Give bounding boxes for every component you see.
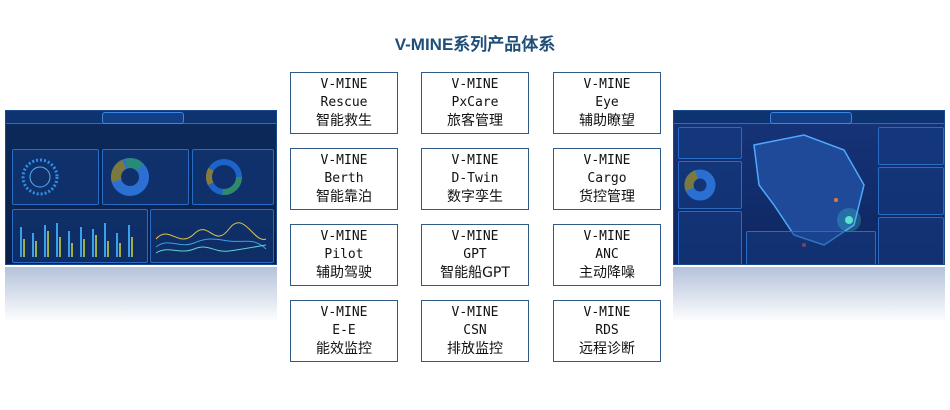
product-box-d-twin: V-MINE D-Twin 数字孪生 [421, 148, 529, 210]
product-chinese-name: 能效监控 [316, 341, 372, 357]
product-brand: V-MINE [451, 77, 499, 92]
product-box-rescue: V-MINE Rescue 智能救生 [290, 72, 398, 134]
product-brand: V-MINE [320, 229, 368, 244]
product-brand: V-MINE [451, 305, 499, 320]
product-box-rds: V-MINE RDS 远程诊断 [553, 300, 661, 362]
product-brand: V-MINE [583, 229, 631, 244]
product-name: D-Twin [451, 171, 499, 186]
product-name: CSN [463, 323, 487, 338]
product-brand: V-MINE [320, 305, 368, 320]
product-name: PxCare [451, 95, 499, 110]
product-brand: V-MINE [583, 77, 631, 92]
product-chinese-name: 辅助瞭望 [579, 113, 635, 129]
pie-chart-icon [111, 158, 149, 196]
product-brand: V-MINE [451, 229, 499, 244]
line-chart-thumbnail [155, 222, 267, 254]
product-chinese-name: 主动降噪 [579, 265, 635, 281]
product-name: Pilot [324, 247, 364, 262]
product-chinese-name: 智能船GPT [440, 265, 510, 281]
product-chinese-name: 辅助驾驶 [316, 265, 372, 281]
product-brand: V-MINE [320, 153, 368, 168]
product-chinese-name: 数字孪生 [447, 189, 503, 205]
product-chinese-name: 旅客管理 [447, 113, 503, 129]
product-name: RDS [595, 323, 619, 338]
product-chinese-name: 排放监控 [447, 341, 503, 357]
product-box-eye: V-MINE Eye 辅助瞭望 [553, 72, 661, 134]
dashboard-screenshot-left [5, 110, 277, 322]
dashboard-screenshot-right [673, 110, 945, 322]
product-box-anc: V-MINE ANC 主动降噪 [553, 224, 661, 286]
product-chinese-name: 货控管理 [579, 189, 635, 205]
product-brand: V-MINE [583, 305, 631, 320]
alarm-gauge-icon [21, 158, 59, 196]
product-name: Eye [595, 95, 619, 110]
product-brand: V-MINE [451, 153, 499, 168]
product-box-berth: V-MINE Berth 智能靠泊 [290, 148, 398, 210]
product-chinese-name: 智能救生 [316, 113, 372, 129]
product-name: Cargo [587, 171, 627, 186]
product-name: ANC [595, 247, 619, 262]
product-box-pxcare: V-MINE PxCare 旅客管理 [421, 72, 529, 134]
product-brand: V-MINE [583, 153, 631, 168]
product-name: GPT [463, 247, 487, 262]
product-name: Rescue [320, 95, 368, 110]
product-chinese-name: 远程诊断 [579, 341, 635, 357]
product-box-pilot: V-MINE Pilot 辅助驾驶 [290, 224, 398, 286]
product-box-e-e: V-MINE E-E 能效监控 [290, 300, 398, 362]
donut-chart-icon [206, 159, 242, 195]
pie-chart-icon [684, 169, 716, 201]
product-name: E-E [332, 323, 356, 338]
product-box-cargo: V-MINE Cargo 货控管理 [553, 148, 661, 210]
page-title: V-MINE系列产品体系 [394, 35, 556, 54]
product-box-gpt: V-MINE GPT 智能船GPT [421, 224, 529, 286]
bar-chart-thumbnail [20, 223, 133, 257]
product-box-csn: V-MINE CSN 排放监控 [421, 300, 529, 362]
product-brand: V-MINE [320, 77, 368, 92]
product-chinese-name: 智能靠泊 [316, 189, 372, 205]
map-thumbnail [753, 134, 865, 247]
product-name: Berth [324, 171, 364, 186]
